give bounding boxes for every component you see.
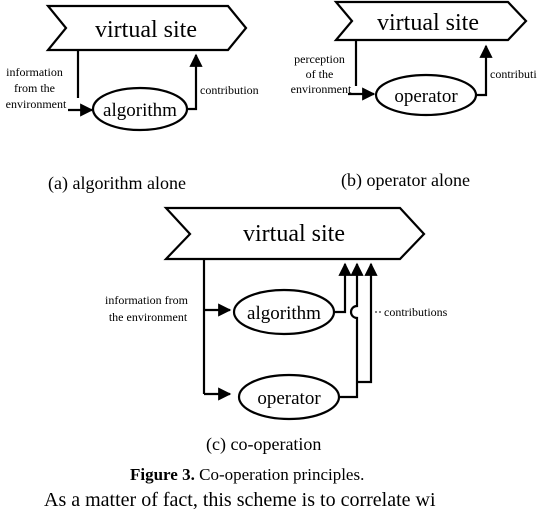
operator-contribution-arrow-1 xyxy=(339,262,364,399)
input-label: perception of the environment xyxy=(291,52,352,96)
diagram-b: virtual site perception of the environme… xyxy=(291,0,537,191)
virtual-site-label: virtual site xyxy=(377,10,479,36)
algorithm-node-label: algorithm xyxy=(103,100,177,121)
algorithm-contribution-arrow xyxy=(334,262,352,314)
algorithm-node-label: algorithm xyxy=(247,303,321,324)
figure-caption: Figure 3. Co-operation principles. xyxy=(130,465,364,484)
virtual-site-shape xyxy=(45,4,248,52)
operator-contribution-arrow-2 xyxy=(357,262,378,384)
contribution-label: contributi xyxy=(490,67,537,81)
body-text-line: As a matter of fact, this scheme is to c… xyxy=(44,489,436,511)
virtual-site-shape xyxy=(333,0,528,42)
caption-c: (c) co-operation xyxy=(206,434,321,455)
virtual-site-shape xyxy=(163,206,426,261)
operator-node-label: operator xyxy=(394,86,458,107)
input-label: information from the environment xyxy=(6,65,67,111)
caption-b: (b) operator alone xyxy=(341,170,470,191)
input-label: information from the environment xyxy=(105,293,191,324)
contribution-arrow xyxy=(476,44,493,97)
contributions-label: contributions xyxy=(384,305,448,319)
virtual-site-label: virtual site xyxy=(243,221,345,247)
diagram-a: virtual site information from the enviro… xyxy=(6,4,259,194)
contribution-label: contribution xyxy=(200,83,259,97)
operator-node-label: operator xyxy=(257,388,321,409)
virtual-site-label: virtual site xyxy=(95,17,197,43)
caption-a: (a) algorithm alone xyxy=(48,173,186,194)
contribution-arrow xyxy=(187,53,203,111)
diagram-c: virtual site information from the enviro… xyxy=(105,206,448,455)
